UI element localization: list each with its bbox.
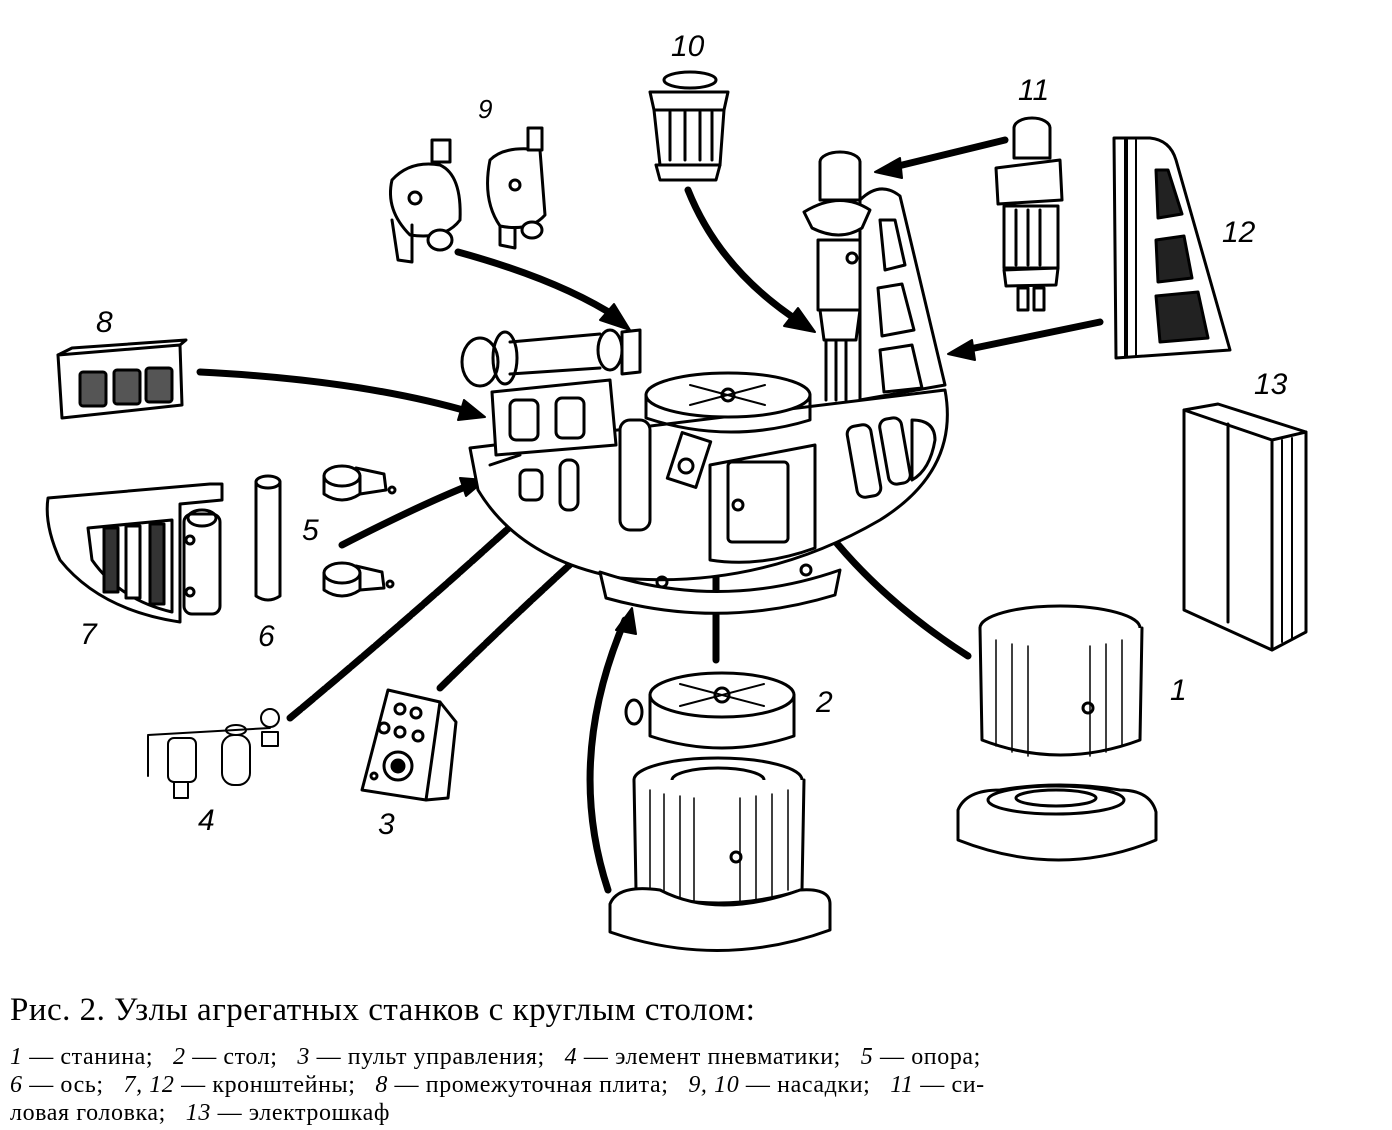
- legend-item: 11 — си-: [890, 1072, 985, 1098]
- part-1-frame: [958, 606, 1156, 860]
- arrow-9: [458, 252, 618, 318]
- arrowhead-11: [875, 158, 902, 178]
- label-part-4: 4: [198, 804, 215, 837]
- arrowhead-9: [600, 304, 630, 330]
- label-part-5: 5: [302, 514, 319, 547]
- legend-item: 3 — пульт управления;: [297, 1044, 545, 1070]
- arrow-12: [965, 322, 1100, 350]
- legend-item: ловая головка;: [10, 1100, 166, 1126]
- legend-line: 1 — станина; 2 — стол; 3 — пульт управле…: [10, 1044, 981, 1071]
- arrow-10: [688, 190, 800, 322]
- exploded-assembly-figure: 10 9 11 12 13 8 7 6 5 4 3 2 1: [0, 30, 1392, 975]
- arrow-8: [200, 372, 470, 412]
- label-part-12: 12: [1222, 216, 1256, 249]
- legend-item: 1 — станина;: [10, 1044, 154, 1070]
- label-part-9: 9: [478, 94, 493, 124]
- part-6-axis: [256, 476, 280, 600]
- legend-item: 2 — стол;: [172, 1044, 278, 1070]
- label-part-11: 11: [1018, 74, 1050, 107]
- arrow-2b: [590, 620, 625, 890]
- legend-item: 8 — промежуточная плита;: [375, 1072, 669, 1098]
- label-part-3: 3: [378, 808, 395, 841]
- arrow-4: [290, 495, 545, 718]
- arrow-11: [890, 140, 1005, 168]
- label-part-10: 10: [671, 30, 705, 63]
- arrowhead-10: [784, 308, 815, 332]
- central-assembly: [462, 152, 947, 613]
- legend-line: ловая головка; 13 — электрошкаф: [10, 1100, 390, 1127]
- arrowhead-2b: [616, 608, 636, 634]
- label-part-6: 6: [258, 620, 275, 653]
- legend-item: 9, 10 — насадки;: [688, 1072, 871, 1098]
- part-12-bracket: [1114, 138, 1230, 358]
- legend-item: 4 — элемент пневматики;: [564, 1044, 841, 1070]
- part-11-power-head: [996, 118, 1062, 310]
- part-9-nozzles: [390, 128, 545, 262]
- part-13-electrical-cabinet: [1184, 404, 1306, 650]
- arrow-5: [342, 485, 470, 545]
- label-part-2: 2: [816, 686, 833, 719]
- legend-item: 5 — опора;: [860, 1044, 981, 1070]
- arrow-1: [822, 525, 968, 656]
- legend-line: 6 — ось; 7, 12 — кронштейны; 8 — промежу…: [10, 1072, 985, 1099]
- label-part-7: 7: [80, 618, 97, 651]
- figure-caption-title: Рис. 2. Узлы агрегатных станков с круглы…: [10, 992, 756, 1028]
- label-part-1: 1: [1170, 674, 1187, 707]
- legend-item: 13 — электрошкаф: [185, 1100, 390, 1126]
- part-7-bracket: [47, 484, 222, 622]
- arrowhead-8: [458, 400, 485, 420]
- part-8-intermediate-plate: [58, 340, 186, 418]
- part-4-pneumatic-element: [148, 709, 279, 798]
- part-3-control-panel: [362, 690, 456, 800]
- label-part-8: 8: [96, 306, 113, 339]
- part-2-table: [610, 673, 830, 951]
- part-5-supports: [324, 466, 395, 596]
- label-part-13: 13: [1254, 368, 1288, 401]
- legend-item: 7, 12 — кронштейны;: [123, 1072, 356, 1098]
- legend-item: 6 — ось;: [10, 1072, 104, 1098]
- arrowhead-12: [948, 340, 975, 360]
- part-10-nozzle: [650, 72, 728, 180]
